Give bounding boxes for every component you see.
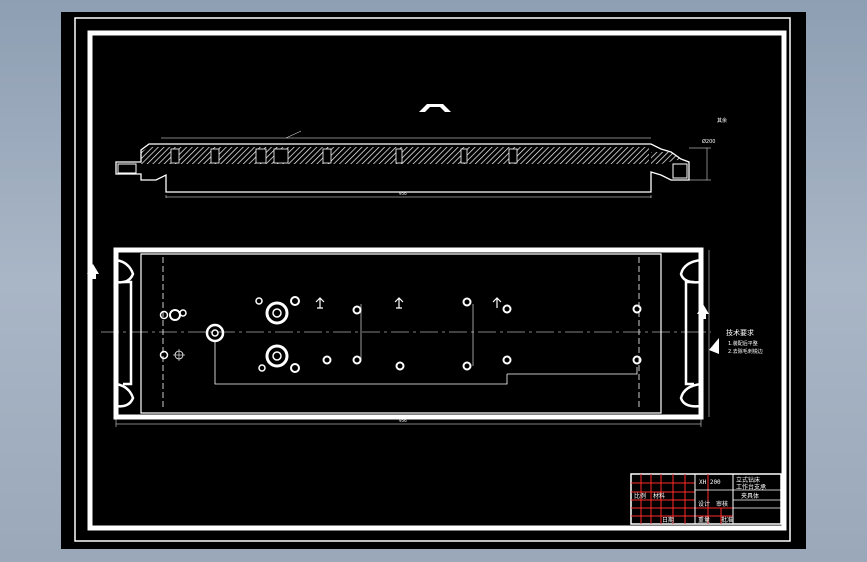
outer-frame: [74, 17, 791, 542]
overall-length-bottom: 956: [399, 418, 407, 423]
tech-requirements-line-2: 2.去除毛刺锐边: [728, 348, 763, 355]
title-block-approve: 批准: [721, 516, 733, 524]
title-block-part-name-1: 立式钻床: [736, 476, 760, 484]
title-block-designer: 设计: [698, 500, 710, 508]
tech-requirements-line-1: 1.装配后平整: [728, 340, 758, 347]
cad-viewport[interactable]: 其余 Ø200 956: [61, 12, 806, 549]
section-view-title: [419, 104, 451, 112]
tech-requirements: 技术要求 1.装配后平整 2.去除毛刺锐边: [726, 328, 763, 355]
section-view: [115, 130, 711, 198]
section-dim-text: Ø200: [702, 138, 715, 145]
inner-frame: [87, 30, 787, 531]
title-block-weight: 重量: [698, 516, 710, 524]
title-block-part-name-2: 工作台支承: [736, 483, 766, 491]
tech-requirements-heading: 技术要求: [726, 328, 754, 337]
title-block-material: 材料: [653, 492, 665, 500]
title-block-drawing-no: XH 200: [699, 479, 721, 486]
overall-length-top: 956: [399, 191, 407, 196]
title-block-part-type: 夹具体: [741, 492, 759, 500]
title-block-checker: 审核: [716, 500, 728, 508]
drawing-canvas: 其余 Ø200 956: [74, 17, 791, 542]
title-block-date: 日期: [662, 516, 674, 524]
title-block: XH 200 立式钻床 工作台支承 夹具体 比例 材料 设计 审核 日期 重量 …: [630, 473, 782, 525]
plan-view: [87, 247, 719, 427]
roughness-note: 其余: [717, 117, 727, 124]
title-block-scale: 比例: [634, 492, 646, 500]
